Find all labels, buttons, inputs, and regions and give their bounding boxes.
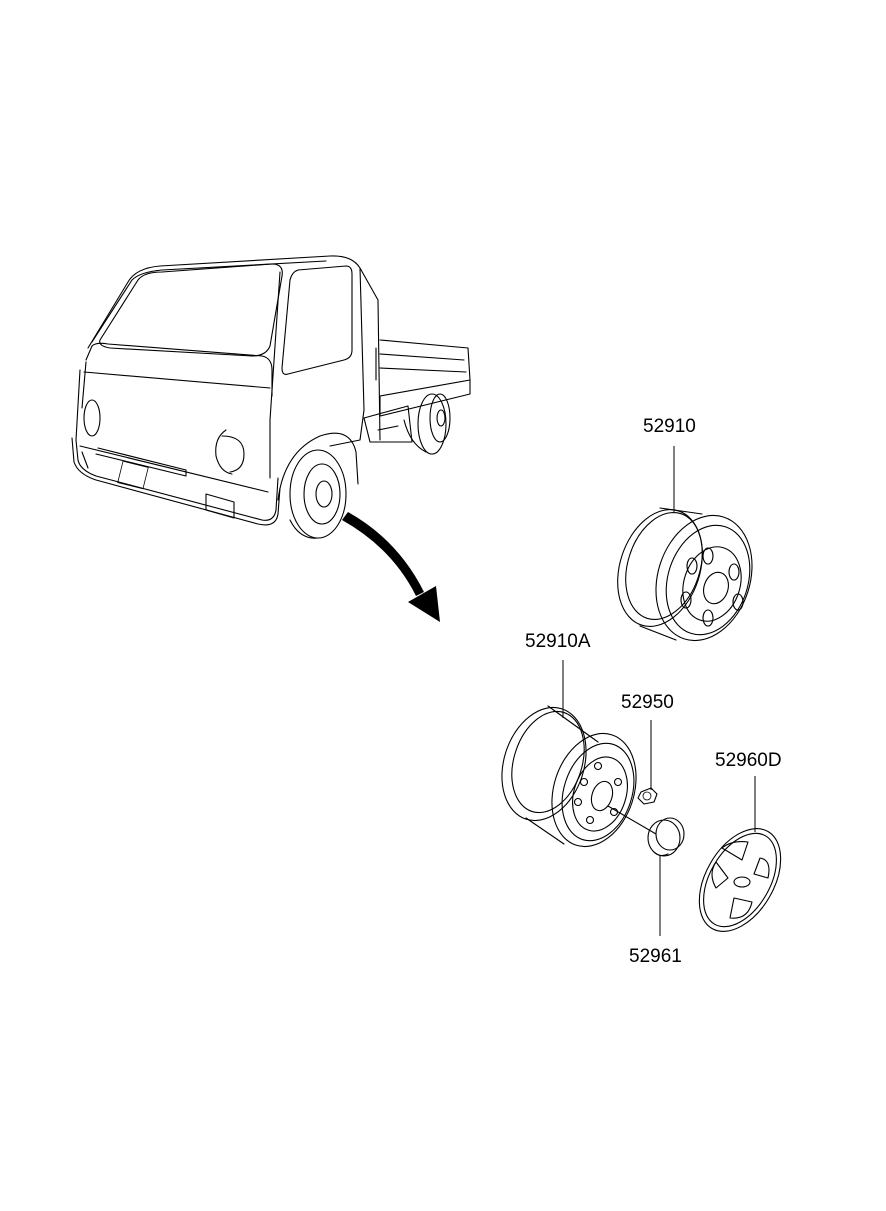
truck-illustration	[71, 255, 471, 539]
part-label-52910: 52910	[643, 416, 696, 437]
leader-lines	[562, 446, 756, 936]
part-label-52961: 52961	[629, 946, 682, 967]
hub-cap-52960D	[698, 828, 782, 932]
wheel-rim-52910	[617, 507, 753, 642]
wheel-rim-52910A	[501, 705, 637, 848]
part-label-52950: 52950	[621, 692, 674, 713]
wheel-nut-52950	[637, 787, 658, 805]
part-label-52960D: 52960D	[715, 750, 782, 771]
part-label-52910A: 52910A	[525, 631, 591, 652]
pointer-arrow	[342, 512, 440, 622]
part-labels: 52910 52910A 52950 52960D 52961	[525, 416, 782, 967]
center-cap-52961	[607, 805, 685, 857]
